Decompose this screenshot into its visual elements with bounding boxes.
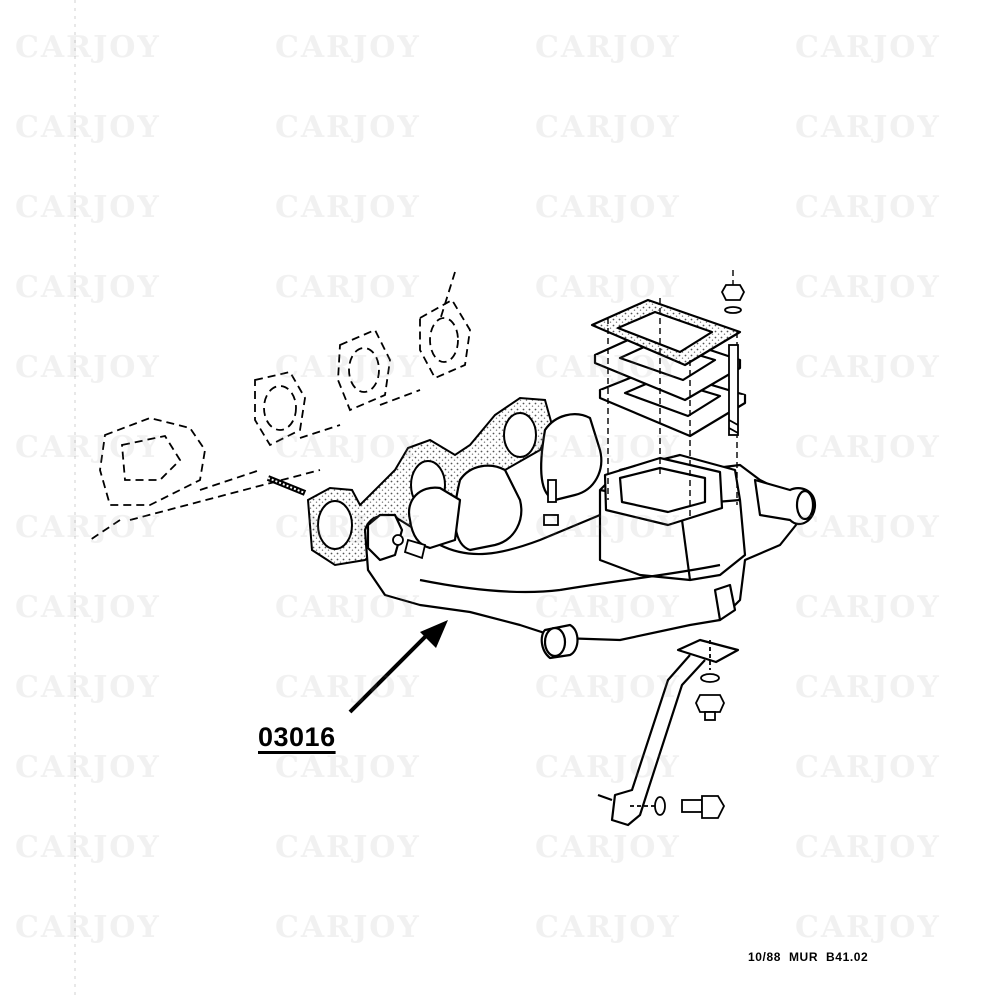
- intake-manifold-body: [363, 413, 817, 660]
- plenum-stud-nut: [720, 284, 746, 436]
- dashed-cylinder-head-gaskets: [89, 271, 471, 541]
- part-number-label: 03016: [258, 722, 336, 752]
- stud-left: [266, 475, 307, 496]
- bracket-upper-bolt: [695, 640, 725, 721]
- runner-stud: [543, 479, 559, 526]
- carburettor-spacer-plates: [590, 298, 747, 438]
- support-bracket: [597, 638, 740, 827]
- reference-code: 10/88 MUR B41.02: [748, 950, 869, 964]
- bracket-lower-bolt: [630, 795, 726, 819]
- part-pointer-arrow: [348, 620, 448, 714]
- flange-bolt: [392, 534, 427, 560]
